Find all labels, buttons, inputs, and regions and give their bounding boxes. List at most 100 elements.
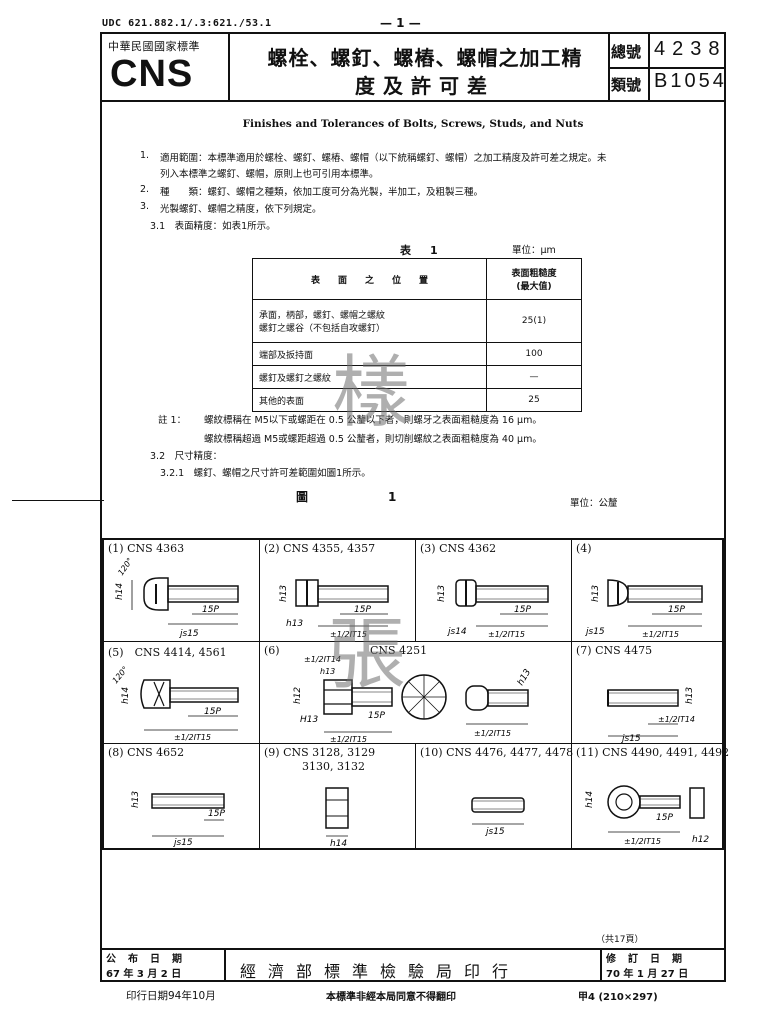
screw-drawing: h13 15P js15 ±1/2IT15 <box>584 579 703 639</box>
figure-cell-5: (5) CNS 4414, 4561 h14 15P ±1/2IT15 120° <box>104 642 260 744</box>
surface-roughness-table: 表 面 之 位 置 表面粗糙度 (最大值) 承面，柄部，螺釘、螺帽之螺紋 螺釘之… <box>252 258 582 412</box>
figure-label: (5) CNS 4414, 4561 <box>108 646 227 659</box>
publish-date-value: 67 年 3 月 2 日 <box>106 969 182 980</box>
dim-label: 120° <box>111 665 130 686</box>
figure-cell-4: (4) h13 15P js15 ±1/2IT15 <box>572 540 724 642</box>
dim-label: ±1/2IT15 <box>642 630 679 639</box>
document-frame <box>100 32 726 982</box>
figure-label: (10) CNS 4476, 4477, 4478 <box>420 746 574 759</box>
figure-cell-3: (3) CNS 4362 h13 15P js14 ±1/2IT15 <box>416 540 572 642</box>
header-rule <box>102 100 724 102</box>
dim-label: ±1/2IT14 <box>658 715 695 724</box>
figure-cell-8: (8) CNS 4652 h13 15P js15 <box>104 744 260 848</box>
dim-label: ±1/2IT15 <box>330 735 367 744</box>
eye-bolt-drawing: h14 15P ±1/2IT15 h12 <box>585 785 709 846</box>
section-2-number: 2. <box>140 184 150 195</box>
table-cell-value: 25 <box>486 388 582 412</box>
dim-label: h14 <box>330 839 347 849</box>
publish-date-label: 公布日期 <box>106 954 194 965</box>
figure-cell-10: (10) CNS 4476, 4477, 4478 js15 <box>416 744 574 848</box>
note-1-line-b: 螺紋標稱超過 M5或螺距超過 0.5 公釐者，則切削螺紋之表面粗糙度為 40 μ… <box>204 434 542 445</box>
table-caption: 表 1 <box>400 244 442 257</box>
dim-label: js15 <box>484 827 505 837</box>
figure-cell-11: (11) CNS 4490, 4491, 4492 h14 15P ±1/2IT… <box>572 744 729 848</box>
dim-label: 15P <box>208 809 225 819</box>
revision-date-box <box>600 948 724 982</box>
figure-label: (4) <box>576 542 592 555</box>
sheet-watermark: 張 <box>328 610 407 700</box>
header-org: 中華民國國家標準 <box>108 40 200 53</box>
section-1-text-cont: 列入本標準之螺釘、螺帽，原則上也可引用本標準。 <box>160 169 379 180</box>
dim-label: ±1/2IT15 <box>330 630 367 639</box>
figure-label: (3) CNS 4362 <box>420 542 497 555</box>
table-head-roughness: 表面粗糙度 (最大值) <box>486 258 582 300</box>
figure-caption: 圖 1 <box>296 490 431 504</box>
paper-size: 甲4 (210×297) <box>578 992 658 1003</box>
dim-label: js15 <box>178 629 199 639</box>
note-1-label: 註 1： <box>158 415 187 426</box>
dim-label: 15P <box>656 813 673 823</box>
table-cell-position: 其他的表面 <box>252 388 487 412</box>
document-title-line2: 度及許可差 <box>355 74 495 98</box>
class-number-label: 類號 <box>611 76 642 94</box>
dim-label: H13 <box>300 715 318 725</box>
margin-rule <box>12 500 104 501</box>
table-cell-value: — <box>486 365 582 389</box>
english-title: Finishes and Tolerances of Bolts, Screws… <box>242 118 584 130</box>
figure-label-standard: CNS 4251 <box>370 644 428 657</box>
nut-drawing: h14 <box>325 787 349 849</box>
dim-label: h13 <box>286 619 303 629</box>
table-cell-position: 端部及扳持面 <box>252 342 487 366</box>
dim-label: 15P <box>354 605 371 615</box>
publish-date-box <box>102 948 226 982</box>
sample-watermark: 樣 <box>332 348 411 438</box>
class-number-value: B1054 <box>654 70 727 92</box>
revision-date-label: 修訂日期 <box>606 954 694 965</box>
table-cell-position: 承面，柄部，螺釘、螺帽之螺紋 螺釘之螺谷（不包括自攻螺釘） <box>252 299 487 343</box>
dim-label: h12 <box>692 835 709 845</box>
screw-drawing: ±1/2IT14 h12 H13 h13 15P ±1/2IT15 h13 ±1… <box>293 655 533 744</box>
screw-drawing: h13 15P js14 ±1/2IT15 <box>437 579 549 639</box>
page-number: — 1 — <box>380 16 421 30</box>
dim-label: ±1/2IT15 <box>624 837 661 846</box>
figure-cell-1: (1) CNS 4363 h14 15P js15 120° <box>104 540 260 642</box>
dim-label: h14 <box>585 791 595 808</box>
figure-grid: (1) CNS 4363 h14 15P js15 120° (2) CNS 4… <box>102 538 729 850</box>
figure-label: (2) CNS 4355, 4357 <box>264 542 376 555</box>
dim-label: h12 <box>293 687 303 704</box>
section-1-number: 1. <box>140 150 150 161</box>
dim-label: h13 <box>591 585 601 602</box>
total-number-value: 4238 <box>654 38 727 60</box>
dim-label: h13 <box>685 687 695 704</box>
figure-cell-9: (9) CNS 3128, 3129 3130, 3132 h14 <box>260 744 416 849</box>
screw-drawing: h14 15P ±1/2IT15 120° <box>111 665 239 742</box>
header-logo-box <box>102 34 230 100</box>
header-number-vdivider <box>648 34 650 100</box>
total-number-label: 總號 <box>611 43 642 61</box>
dim-label: js14 <box>446 627 467 637</box>
dim-label: 15P <box>514 605 531 615</box>
table-unit: 單位：μm <box>512 245 556 256</box>
note-1-line-a: 螺紋標稱在 M5以下或螺距在 0.5 公釐以下者，則螺牙之表面粗糙度為 16 μ… <box>204 415 542 426</box>
figure-cell-2: (2) CNS 4355, 4357 h13 15P h13 ±1/2IT15 <box>260 540 416 642</box>
dim-label: 15P <box>204 707 221 717</box>
screw-drawing: h13 js15 ±1/2IT14 <box>607 687 695 744</box>
figure-label: (6) <box>264 644 280 657</box>
dim-label: js15 <box>172 838 193 848</box>
copyright-notice: 本標準非經本局同意不得翻印 <box>326 992 456 1003</box>
section-2-text: 種 類：螺釘、螺帽之種類，依加工度可分為光製，半加工，及粗製三種。 <box>160 187 484 198</box>
page-count: （共17頁） <box>596 935 644 945</box>
udc-code: UDC 621.882.1/.3:621./53.1 <box>102 18 272 29</box>
publisher: 經濟部標準檢驗局印行 <box>240 962 521 981</box>
dim-label: 15P <box>202 605 219 615</box>
cns-logo: CNS <box>110 53 194 95</box>
figure-label: (1) CNS 4363 <box>108 542 185 555</box>
dim-label: ±1/2IT15 <box>488 630 525 639</box>
table-cell-value: 25(1) <box>486 299 582 343</box>
footer-rule <box>102 948 724 950</box>
dim-label: h13 <box>320 667 335 676</box>
dim-label: js15 <box>584 627 605 637</box>
dim-label: h13 <box>437 585 447 602</box>
figure-label-cont: 3130, 3132 <box>302 760 365 773</box>
dim-label: ±1/2IT15 <box>474 729 511 738</box>
